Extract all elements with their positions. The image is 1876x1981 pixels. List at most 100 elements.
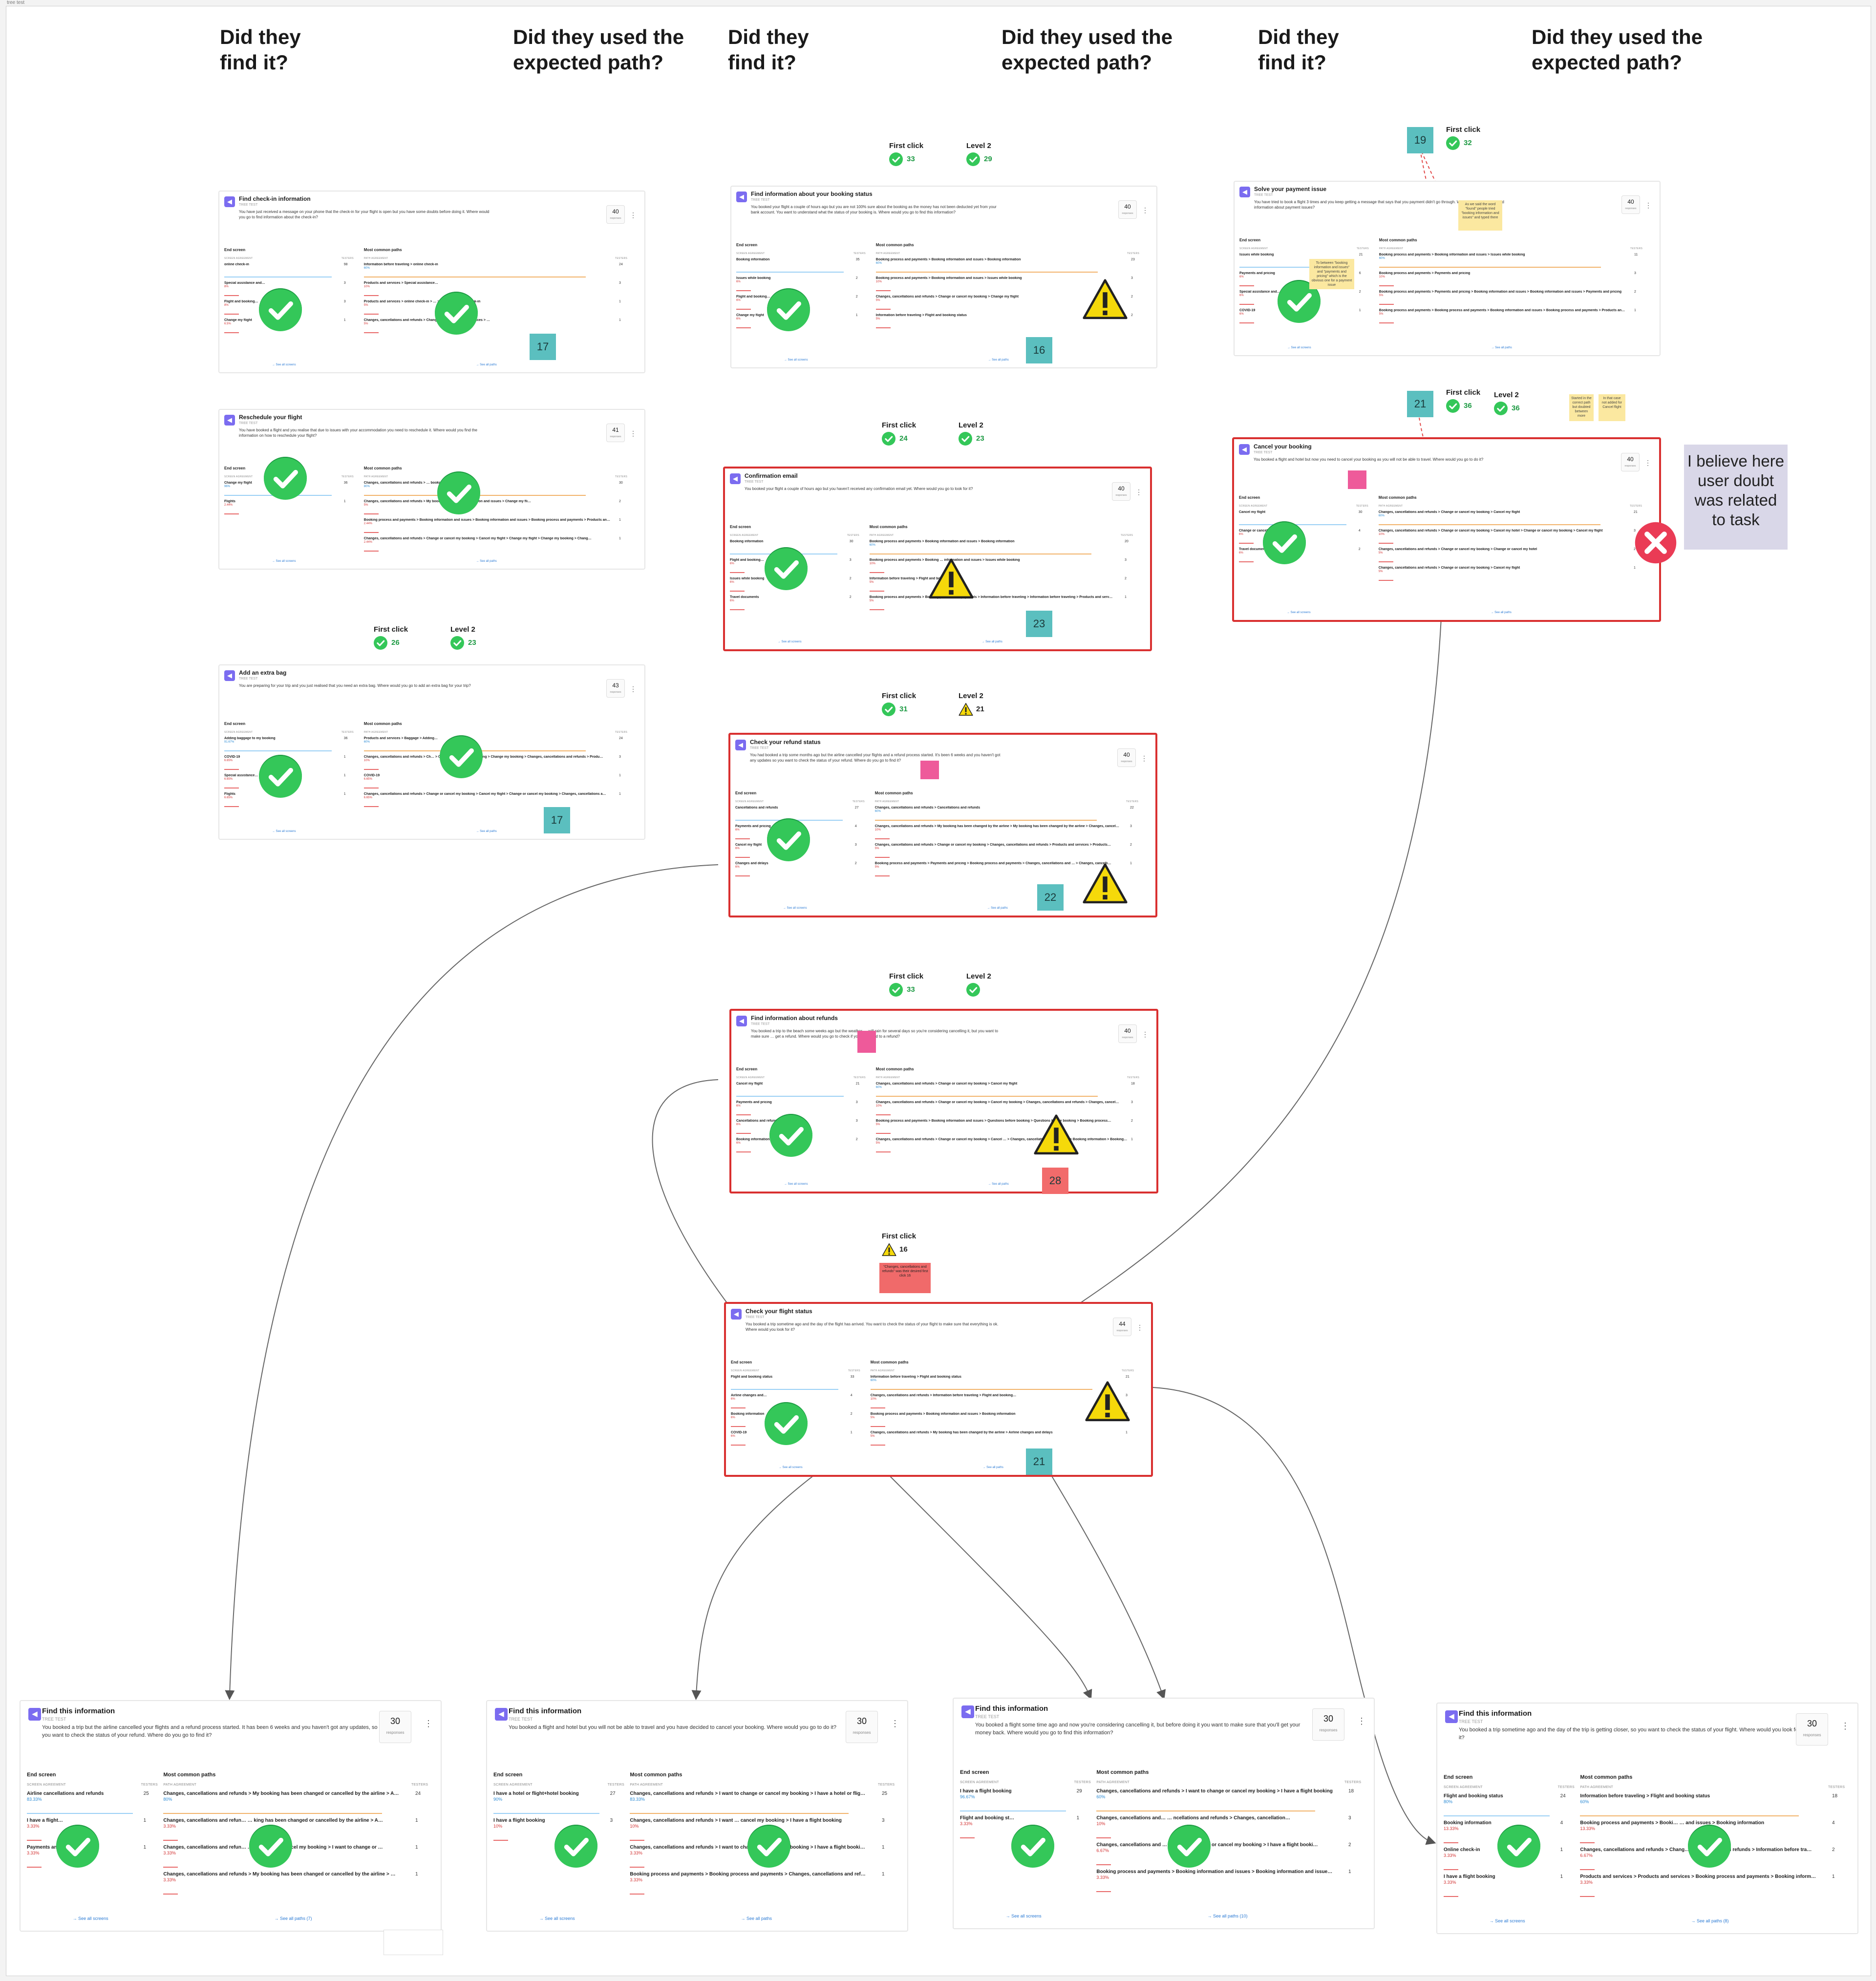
screen-name: Online check-in — [1444, 1847, 1480, 1853]
responses-number: 44 — [1119, 1321, 1126, 1327]
see-all-screens-link[interactable]: → See all screens — [783, 907, 807, 910]
see-all-screens-link[interactable]: → See all screens — [1005, 1914, 1042, 1918]
screen-testers: 27 — [610, 1790, 616, 1796]
more-options-icon[interactable]: ⋮ — [1135, 488, 1142, 496]
check-icon — [769, 1114, 812, 1157]
see-all-paths-link[interactable]: → See all paths — [982, 1466, 1003, 1469]
see-all-screens-link[interactable]: → See all screens — [539, 1916, 575, 1921]
check-icon — [450, 636, 464, 650]
screen-row: I have a flight…3.33% — [27, 1818, 138, 1829]
see-all-screens-link[interactable]: → See all screens — [784, 359, 808, 362]
more-options-icon[interactable]: ⋮ — [1645, 201, 1652, 209]
more-options-icon[interactable]: ⋮ — [424, 1719, 433, 1728]
more-options-icon[interactable]: ⋮ — [1357, 1716, 1366, 1726]
screen-bar — [224, 806, 239, 807]
sticky-note: "Changes, cancellations and refunds" was… — [879, 1263, 931, 1293]
warning-icon — [1085, 1381, 1130, 1422]
see-all-paths-link[interactable]: → See all paths — [988, 1183, 1009, 1186]
path-testers: 2 — [619, 500, 621, 503]
check-icon — [966, 152, 980, 166]
see-all-screens-link[interactable]: → See all screens — [1286, 611, 1311, 614]
see-all-paths-link[interactable]: → See all paths (7) — [274, 1916, 312, 1921]
more-options-icon[interactable]: ⋮ — [1841, 1721, 1850, 1731]
see-all-paths-link[interactable]: → See all paths — [741, 1916, 772, 1921]
screen-bar — [731, 1407, 746, 1408]
screen-testers: 4 — [1358, 529, 1361, 533]
see-all-paths-link[interactable]: → See all paths (8) — [1691, 1918, 1729, 1923]
see-all-paths-link[interactable]: → See all paths (10) — [1207, 1914, 1248, 1918]
more-options-icon[interactable]: ⋮ — [1142, 206, 1149, 214]
more-options-icon[interactable]: ⋮ — [891, 1719, 899, 1728]
path-testers: 2 — [1634, 290, 1636, 294]
screen-percent: 90% — [493, 1796, 503, 1802]
see-all-paths-link[interactable]: → See all paths — [987, 907, 1008, 910]
see-all-paths-text: See all paths — [986, 1466, 1003, 1469]
check-icon — [966, 983, 980, 997]
screen-percent: 6.65% — [224, 796, 233, 799]
see-all-paths-link[interactable]: → See all paths — [981, 640, 1002, 643]
more-options-icon[interactable]: ⋮ — [1141, 754, 1148, 762]
see-all-paths-link[interactable]: → See all paths — [476, 560, 497, 563]
see-all-paths-link[interactable]: → See all paths — [988, 359, 1009, 362]
col-testers: TESTERS — [1074, 1781, 1091, 1785]
see-all-paths-link[interactable]: → See all paths — [1491, 611, 1512, 614]
see-all-paths-text: See all paths — [992, 1183, 1009, 1186]
see-all-screens-link[interactable]: → See all screens — [272, 363, 296, 366]
col-testers: TESTERS — [1127, 252, 1140, 255]
see-all-paths-link[interactable]: → See all paths — [1491, 346, 1512, 349]
col-path-agreement: PATH AGREEMENT — [1580, 1786, 1614, 1789]
path-name: Changes, cancellations and refunds > Cha… — [1378, 511, 1520, 514]
more-options-icon[interactable]: ⋮ — [630, 429, 637, 437]
screen-testers: 98 — [343, 263, 348, 266]
path-testers: 3 — [1348, 1815, 1351, 1821]
more-options-icon[interactable]: ⋮ — [1644, 459, 1651, 467]
see-all-screens-link[interactable]: → See all screens — [1287, 346, 1311, 349]
more-options-icon[interactable]: ⋮ — [1136, 1323, 1143, 1331]
path-bar — [1378, 580, 1393, 581]
header-path-1: Did they used the expected path? — [513, 25, 684, 74]
card-title: Find this information — [509, 1707, 582, 1715]
screen-percent: 6% — [730, 599, 734, 602]
question-icon: ◀ — [736, 192, 747, 202]
path-bar — [1580, 1896, 1595, 1897]
tree-test-card-c4[interactable]: ◀Find information about your booking sta… — [730, 186, 1157, 368]
screen-testers: 29 — [1076, 1788, 1082, 1794]
see-all-screens-link[interactable]: → See all screens — [72, 1916, 108, 1921]
more-options-icon[interactable]: ⋮ — [630, 211, 637, 219]
see-all-screens-link[interactable]: → See all screens — [272, 560, 296, 563]
see-all-paths-text: See all paths — [992, 359, 1009, 362]
level2-value: 29 — [966, 152, 992, 166]
see-all-paths-text: See all paths (7) — [279, 1916, 312, 1921]
more-options-icon[interactable]: ⋮ — [1142, 1030, 1149, 1038]
screen-row: Payments and…3.33% — [27, 1845, 138, 1855]
screen-bar — [736, 309, 751, 310]
col-path-agreement: PATH AGREEMENT — [875, 252, 900, 255]
see-all-paths-link[interactable]: → See all paths — [476, 363, 497, 366]
see-all-screens-link[interactable]: → See all screens — [778, 1466, 803, 1469]
see-all-paths-link[interactable]: → See all paths — [476, 830, 497, 833]
path-name: Booking process and payments > Booking …… — [869, 558, 1020, 562]
screen-testers: 3 — [855, 1119, 858, 1123]
path-bar — [363, 332, 379, 333]
path-row: Booking process and payments > Booking i… — [876, 258, 1127, 265]
see-all-screens-link[interactable]: → See all screens — [784, 1183, 808, 1186]
more-options-icon[interactable]: ⋮ — [630, 685, 637, 693]
see-all-screens-link[interactable]: → See all screens — [777, 640, 802, 643]
see-all-screens-link[interactable]: → See all screens — [272, 830, 296, 833]
first-click-label: First click — [882, 1232, 917, 1240]
see-all-screens-link[interactable]: → See all screens — [1489, 1918, 1525, 1923]
check-icon — [259, 288, 302, 331]
screen-testers: 1 — [343, 500, 346, 503]
see-all-screens-text: See all screens — [276, 830, 296, 833]
